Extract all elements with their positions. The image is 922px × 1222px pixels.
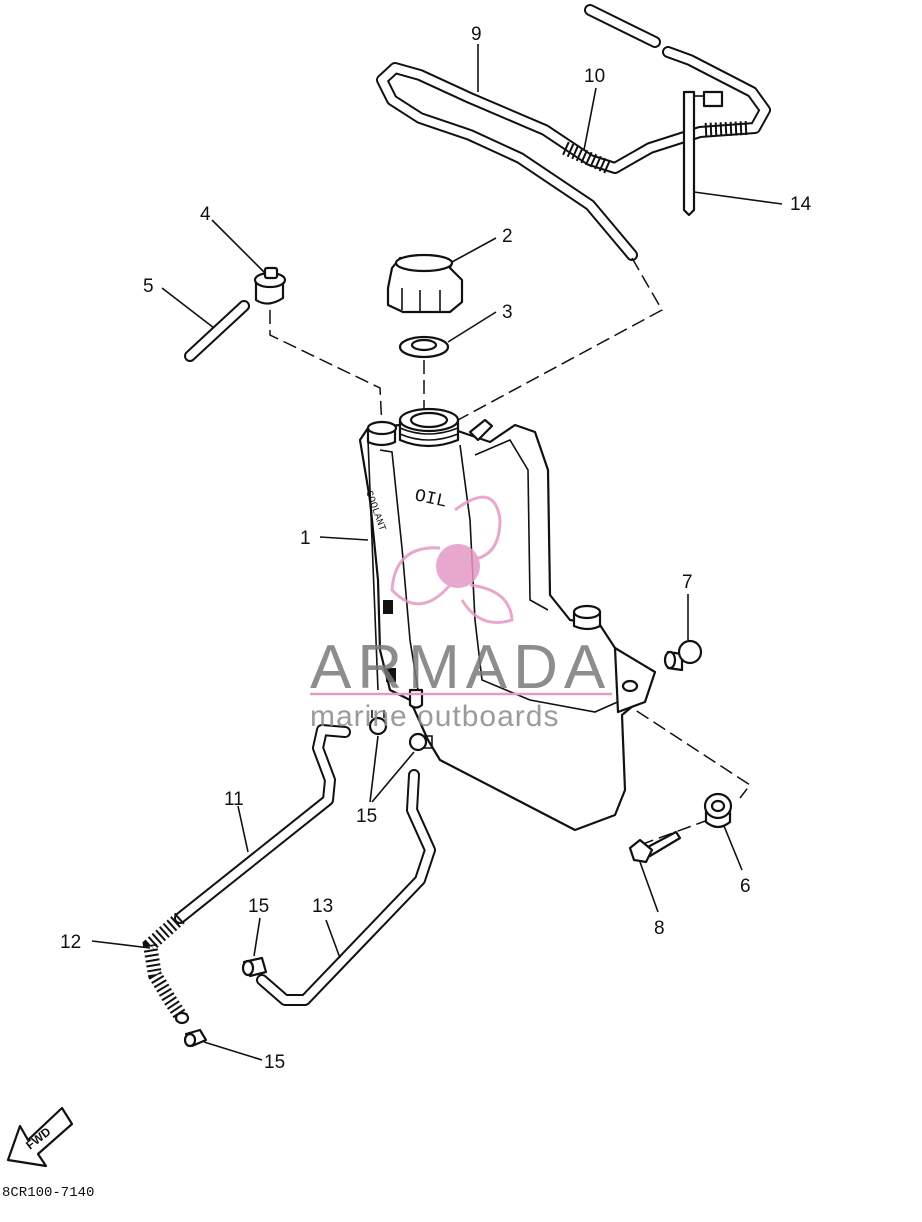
callout-13: 13	[312, 896, 333, 917]
leader-dashed-grommet	[639, 819, 709, 846]
tank-level-marks	[383, 600, 396, 682]
watermark-logo	[390, 495, 514, 624]
breather-hose-9[interactable]	[376, 46, 771, 261]
callout-6: 6	[740, 876, 751, 897]
callout-5: 5	[143, 276, 154, 297]
callout-12: 12	[60, 932, 81, 953]
callout-11: 11	[224, 789, 244, 810]
callout-15-upper: 15	[356, 806, 377, 827]
clamp-15-upper-right[interactable]	[408, 732, 433, 752]
diagram-code: 8CR100-7140	[2, 1185, 94, 1201]
hose-end-piece	[584, 4, 661, 48]
cap-4[interactable]	[253, 266, 287, 305]
callout-1: 1	[300, 528, 311, 549]
bolt-7[interactable]	[663, 639, 703, 672]
watermark-brand: ARMADA	[310, 633, 611, 702]
filler-cap-2[interactable]	[386, 253, 464, 314]
watermark-tagline: marine outboards	[310, 700, 559, 733]
clamp-15-upper-left[interactable]	[368, 710, 388, 736]
leader-dashed-hose9	[457, 257, 664, 421]
callout-7: 7	[682, 572, 693, 593]
bracket-14[interactable]	[682, 90, 724, 217]
clamp-15-lower-mid[interactable]	[241, 956, 268, 978]
callout-leaders	[91, 44, 783, 1061]
grommet-6[interactable]	[703, 792, 733, 829]
callout-8: 8	[654, 918, 665, 939]
coolant-oil-tank-1[interactable]	[358, 407, 657, 832]
callout-15-mid: 15	[248, 896, 269, 917]
leader-dashed-cap4	[269, 310, 383, 429]
leader-dashed-bolt8	[619, 699, 752, 799]
callout-3: 3	[502, 302, 513, 323]
fwd-arrow-icon	[6, 1106, 74, 1168]
callout-4: 4	[200, 204, 211, 225]
bolt-8[interactable]	[628, 830, 682, 864]
seal-ring-3[interactable]	[398, 335, 450, 359]
hose-13[interactable]	[256, 769, 436, 1006]
callout-10: 10	[584, 66, 605, 87]
callout-15-lower: 15	[264, 1052, 285, 1073]
pipe-5[interactable]	[184, 300, 250, 362]
callout-2: 2	[502, 226, 513, 247]
clamp-15-lower-left[interactable]	[183, 1028, 208, 1048]
spring-12[interactable]	[142, 912, 190, 1025]
callout-14: 14	[790, 194, 812, 215]
hose-11[interactable]	[174, 724, 351, 924]
callout-9: 9	[471, 24, 482, 45]
